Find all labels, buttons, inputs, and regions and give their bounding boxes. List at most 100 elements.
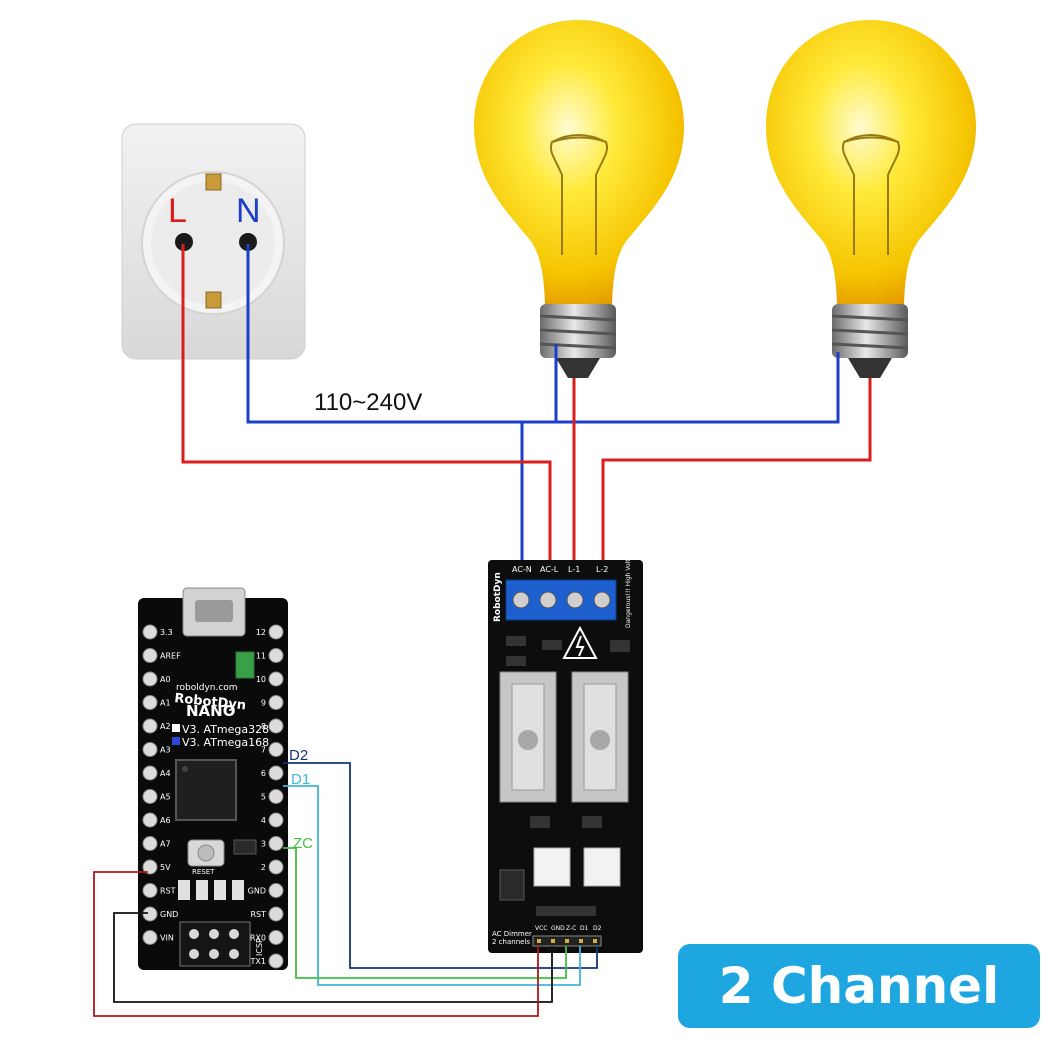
channel-badge: 2 Channel [678, 944, 1040, 1028]
light-bulb-2 [766, 20, 976, 378]
header-pin-label: A0 [160, 675, 171, 684]
mains-wiring [181, 244, 872, 566]
header-pin [268, 906, 284, 922]
header-pin [268, 953, 284, 969]
high-voltage-icon [562, 625, 598, 659]
triac-heatsink-2 [571, 671, 629, 803]
terminal-label-l2: L-2 [596, 565, 608, 574]
header-pin [268, 883, 284, 898]
nano-model: NANO [186, 702, 235, 720]
header-pin-label: 12 [256, 628, 266, 637]
header-pin [268, 789, 284, 804]
nano-chip-1: V3. ATmega328 [182, 723, 269, 736]
pin-label-gnd: GND [551, 925, 565, 932]
header-pin [142, 883, 158, 898]
header-pin-label: A6 [160, 816, 171, 825]
icsp-header [179, 921, 251, 967]
header-pin [268, 742, 284, 757]
header-pin-label: 11 [256, 652, 266, 661]
header-pin [268, 718, 284, 734]
dimmer-module: AC-N AC-L L-1 L-2 RobotDyn Dangerous!!! … [488, 548, 643, 953]
light-bulb-1 [474, 20, 684, 378]
nano-site: roboldyn.com [176, 683, 238, 693]
header-pin-label: A7 [160, 840, 171, 849]
header-pin [142, 859, 158, 875]
header-pin [142, 906, 158, 922]
neutral-wire [246, 244, 840, 424]
header-pin-label: GND [248, 887, 266, 896]
nano-brand: RobotDyn [174, 691, 247, 713]
dimmer-pin-labels: VCC GND Z-C D1 D2 [535, 925, 602, 932]
header-pin-label: A2 [160, 722, 171, 731]
d2-wire [283, 762, 598, 969]
header-pin-label: A4 [160, 769, 171, 778]
header-pin [142, 930, 158, 945]
voltage-label: 110~240V [314, 389, 422, 416]
header-pin-label: 4 [261, 816, 266, 825]
header-pin-label: 2 [261, 863, 266, 872]
header-pin [142, 812, 158, 828]
gnd-wire [113, 912, 553, 1003]
zc-wire [283, 847, 567, 979]
pin-label-d2: D2 [593, 925, 602, 932]
d2-label: D2 [289, 747, 308, 764]
live-label: L [168, 192, 187, 230]
vcc-wire [93, 871, 539, 1017]
pin-label-d1: D1 [580, 925, 589, 932]
terminal-label-ac-n: AC-N [512, 565, 532, 574]
header-pin [142, 742, 158, 757]
wall-socket: L N [121, 123, 306, 360]
header-pin [268, 695, 284, 710]
header-pin-label: 10 [256, 675, 266, 684]
header-pin [268, 930, 284, 945]
header-pin-label: A5 [160, 793, 171, 802]
icsp-label: ICSP [255, 938, 264, 956]
header-pin [268, 765, 284, 781]
terminal-label-l1: L-1 [568, 565, 580, 574]
neutral-hole [239, 233, 257, 251]
header-pin [142, 789, 158, 804]
header-pin [142, 671, 158, 687]
header-pin-label: RX0 [250, 934, 266, 943]
header-pin [268, 812, 284, 828]
header-pin-label: 6 [261, 769, 266, 778]
dimmer-warning: Dangerous!!! High Voltage [625, 548, 632, 628]
header-pin [268, 836, 284, 851]
header-pin-label: 9 [261, 699, 266, 708]
signal-wiring [93, 762, 598, 1017]
header-pin-label: RST [160, 887, 176, 896]
reset-label: RESET [192, 868, 215, 876]
dimmer-title: AC Dimmer [492, 930, 532, 938]
header-pin [268, 648, 284, 663]
header-pin-label: RST [250, 910, 266, 919]
channel-badge-text: 2 Channel [718, 957, 1000, 1015]
header-pin-label: A1 [160, 699, 171, 708]
header-pin-label: 5V [160, 863, 171, 872]
header-pin [142, 836, 158, 851]
header-pin [142, 765, 158, 781]
header-pin-label: 8 [261, 722, 266, 731]
header-pin-label: 7 [261, 746, 266, 755]
header-pin [268, 671, 284, 687]
d1-wire [283, 785, 581, 986]
terminal-label-ac-l: AC-L [540, 565, 559, 574]
header-pin [268, 859, 284, 875]
nano-chip-2: V3. ATmega168 [182, 736, 269, 749]
header-pin-label: 5 [261, 793, 266, 802]
header-pin-label: 3.3 [160, 628, 173, 637]
live-hole [175, 233, 193, 251]
header-pin-label: GND [160, 910, 178, 919]
header-pin-label: A3 [160, 746, 171, 755]
header-pin-label: TX1 [250, 957, 266, 966]
triac-heatsink-1 [499, 671, 557, 803]
load-wire-2 [601, 378, 872, 566]
zc-label: ZC [293, 835, 313, 852]
header-pin [142, 718, 158, 734]
pin-label-vcc: VCC [535, 925, 547, 932]
header-pin [142, 624, 158, 640]
dimmer-brand: RobotDyn [493, 572, 503, 622]
live-wire [181, 244, 552, 566]
